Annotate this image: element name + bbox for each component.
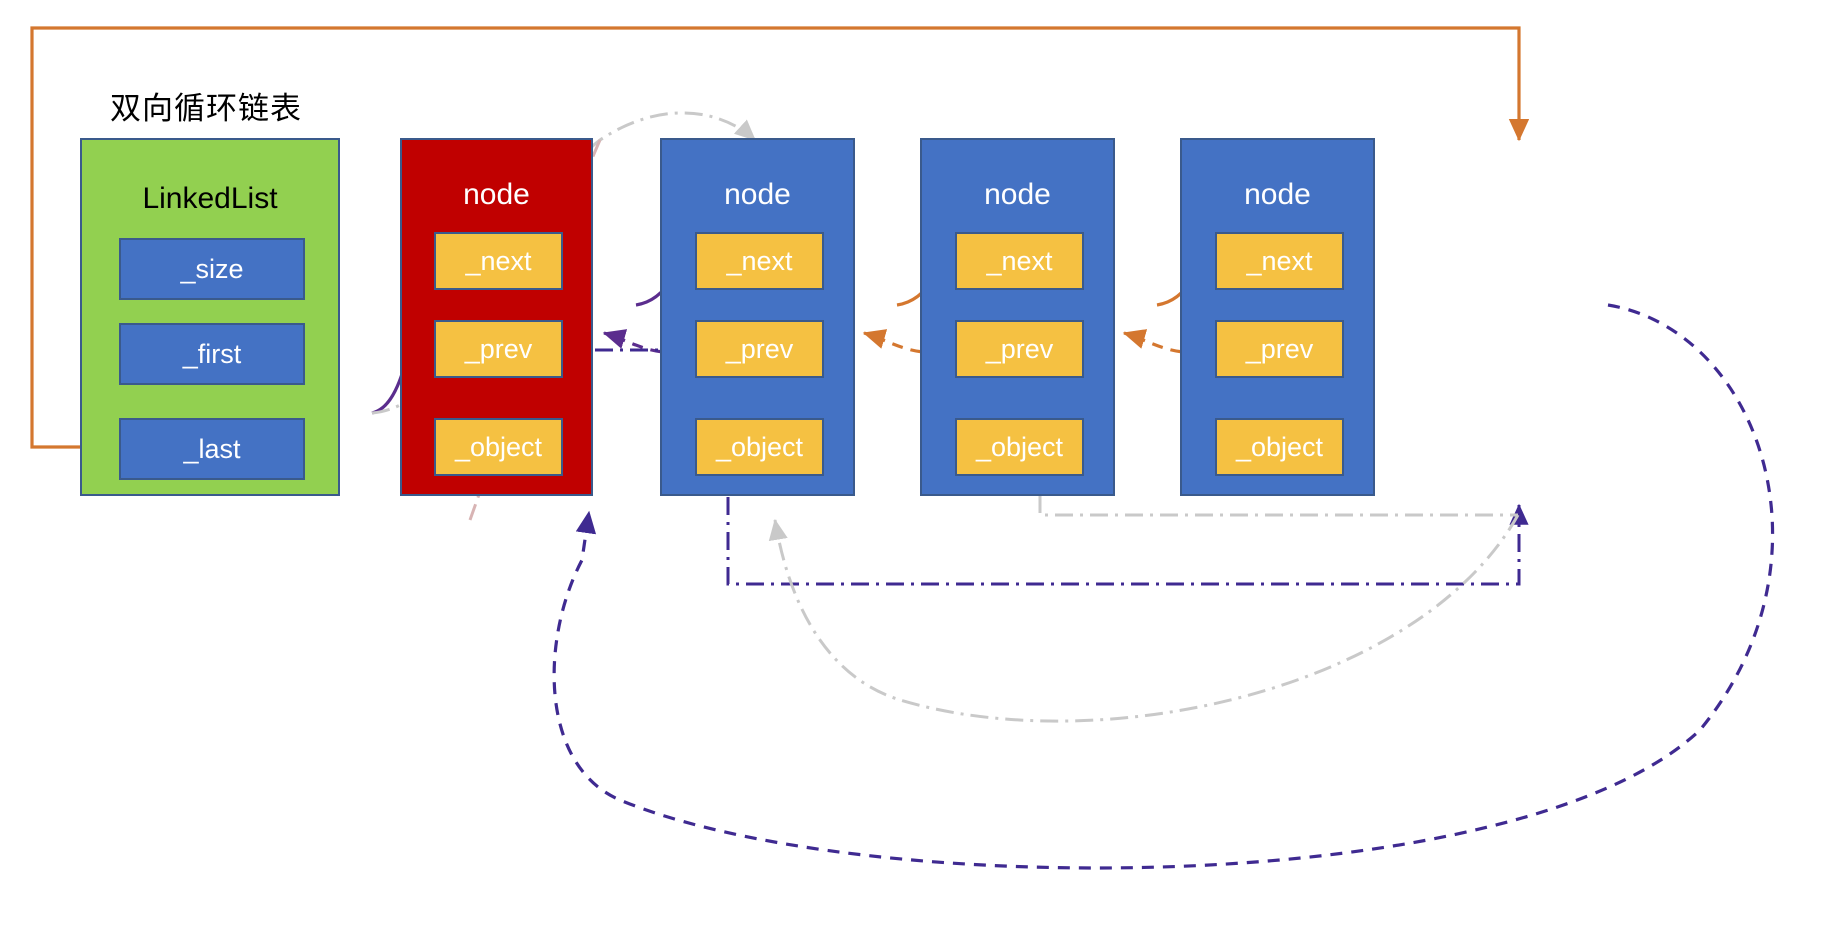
node-2-field-prev[interactable]: _prev [695,320,824,378]
linkedlist-field-first[interactable]: _first [119,323,305,385]
node-4-field-prev[interactable]: _prev [1215,320,1344,378]
node-1-field-prev[interactable]: _prev [434,320,563,378]
node-3-field-prev[interactable]: _prev [955,320,1084,378]
node-2-field-next[interactable]: _next [695,232,824,290]
node-3-title: node [984,178,1051,211]
edge-gray-to-node2-bottom [768,514,1520,723]
node-1-field-object[interactable]: _object [434,418,563,476]
node-2-field-object[interactable]: _object [695,418,824,476]
node-1-title: node [463,178,530,211]
node-box-3: node _next _prev _object [920,138,1115,496]
node-box-4: node _next _prev _object [1180,138,1375,496]
linkedlist-field-last[interactable]: _last [119,418,305,480]
linkedlist-field-size[interactable]: _size [119,238,305,300]
node-4-title: node [1244,178,1311,211]
linkedlist-box: LinkedList _size _first _last [80,138,340,496]
page-title: 双向循环链表 [110,91,302,126]
node-2-title: node [724,178,791,211]
node-3-field-object[interactable]: _object [955,418,1084,476]
node-3-field-next[interactable]: _next [955,232,1084,290]
node-1-field-next[interactable]: _next [434,232,563,290]
node-box-1: node _next _prev _object [400,138,593,496]
linkedlist-title: LinkedList [142,182,278,215]
node-4-field-next[interactable]: _next [1215,232,1344,290]
node-box-2: node _next _prev _object [660,138,855,496]
node-4-field-object[interactable]: _object [1215,418,1344,476]
